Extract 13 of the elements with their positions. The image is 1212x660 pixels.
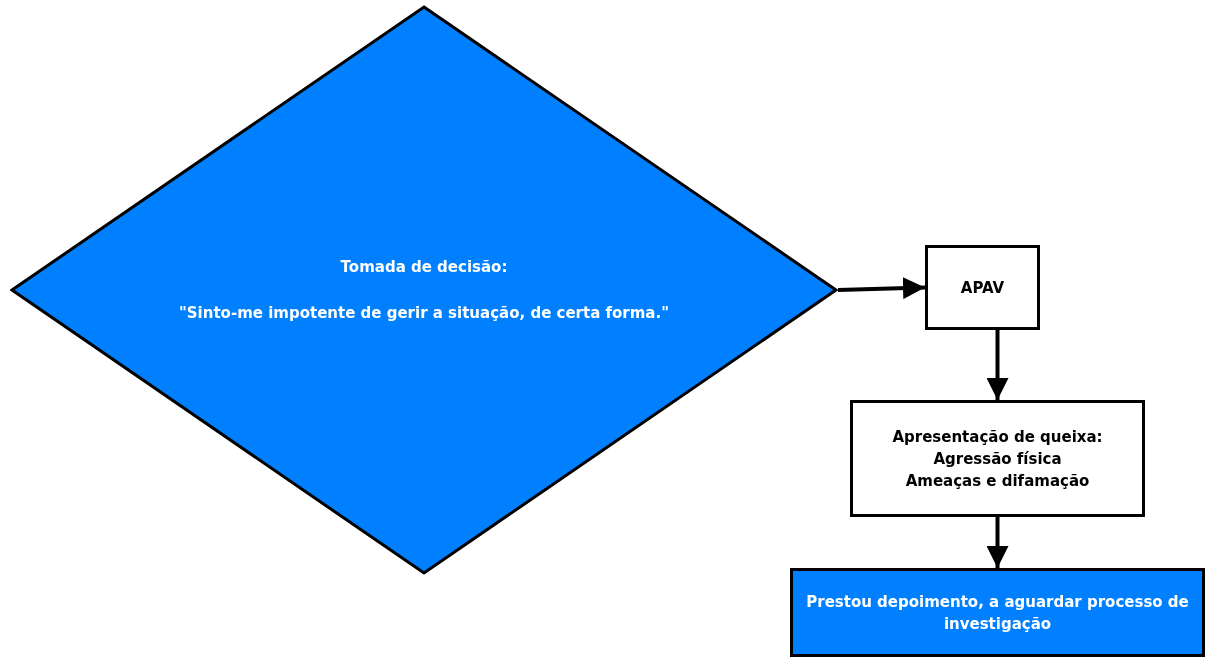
process-box <box>790 568 1205 657</box>
arrow <box>837 277 926 300</box>
diamond-text: Tomada de decisão: <box>340 256 508 278</box>
process-box <box>850 400 1145 517</box>
box-text: Agressão física <box>933 448 1062 470</box>
box-text: APAV <box>960 277 1005 299</box>
diamond-text: "Sinto-me impotente de gerir a situação, de certa forma." <box>179 303 669 324</box>
arrow <box>986 330 1009 400</box>
box-text: Apresentação de queixa: <box>892 426 1103 448</box>
box-text: Prestou depoimento, a aguardar processo de investigação <box>805 591 1190 635</box>
box-text: Ameaças e difamação <box>905 470 1090 492</box>
process-box <box>925 245 1040 330</box>
arrow <box>986 517 1009 568</box>
